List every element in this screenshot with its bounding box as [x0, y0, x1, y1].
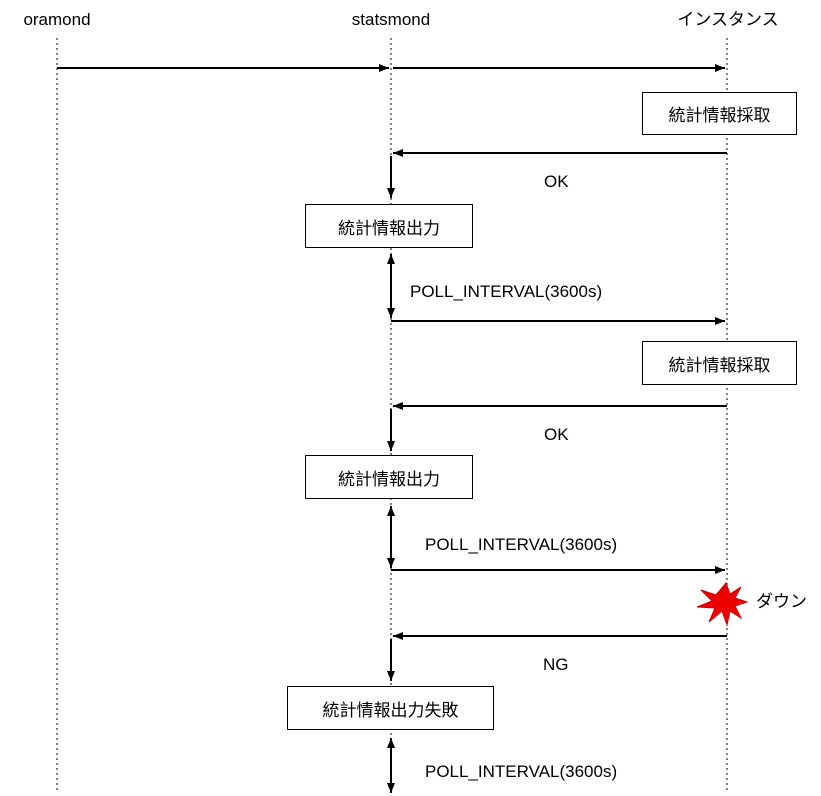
interval-label-3: POLL_INTERVAL(3600s)	[425, 762, 618, 781]
reply-label-ok-1: OK	[544, 172, 569, 191]
output-stats-fail-box: 統計情報出力失敗	[287, 686, 494, 730]
collect-stats-box-1: 統計情報採取	[642, 92, 797, 135]
output-stats-box-2: 統計情報出力	[305, 455, 473, 499]
down-label: ダウン	[756, 592, 807, 611]
output-stats-box-1: 統計情報出力	[305, 204, 473, 248]
reply-label-ng: NG	[543, 655, 569, 674]
participant-instance: インスタンス	[677, 10, 779, 29]
collect-stats-box-2: 統計情報採取	[642, 341, 797, 385]
participant-oramond: oramond	[23, 10, 91, 29]
reply-label-ok-2: OK	[544, 425, 569, 444]
interval-label-1: POLL_INTERVAL(3600s)	[410, 282, 603, 301]
participant-statsmond: statsmond	[351, 10, 431, 29]
interval-label-2: POLL_INTERVAL(3600s)	[425, 535, 618, 554]
explosion-icon	[696, 582, 749, 627]
